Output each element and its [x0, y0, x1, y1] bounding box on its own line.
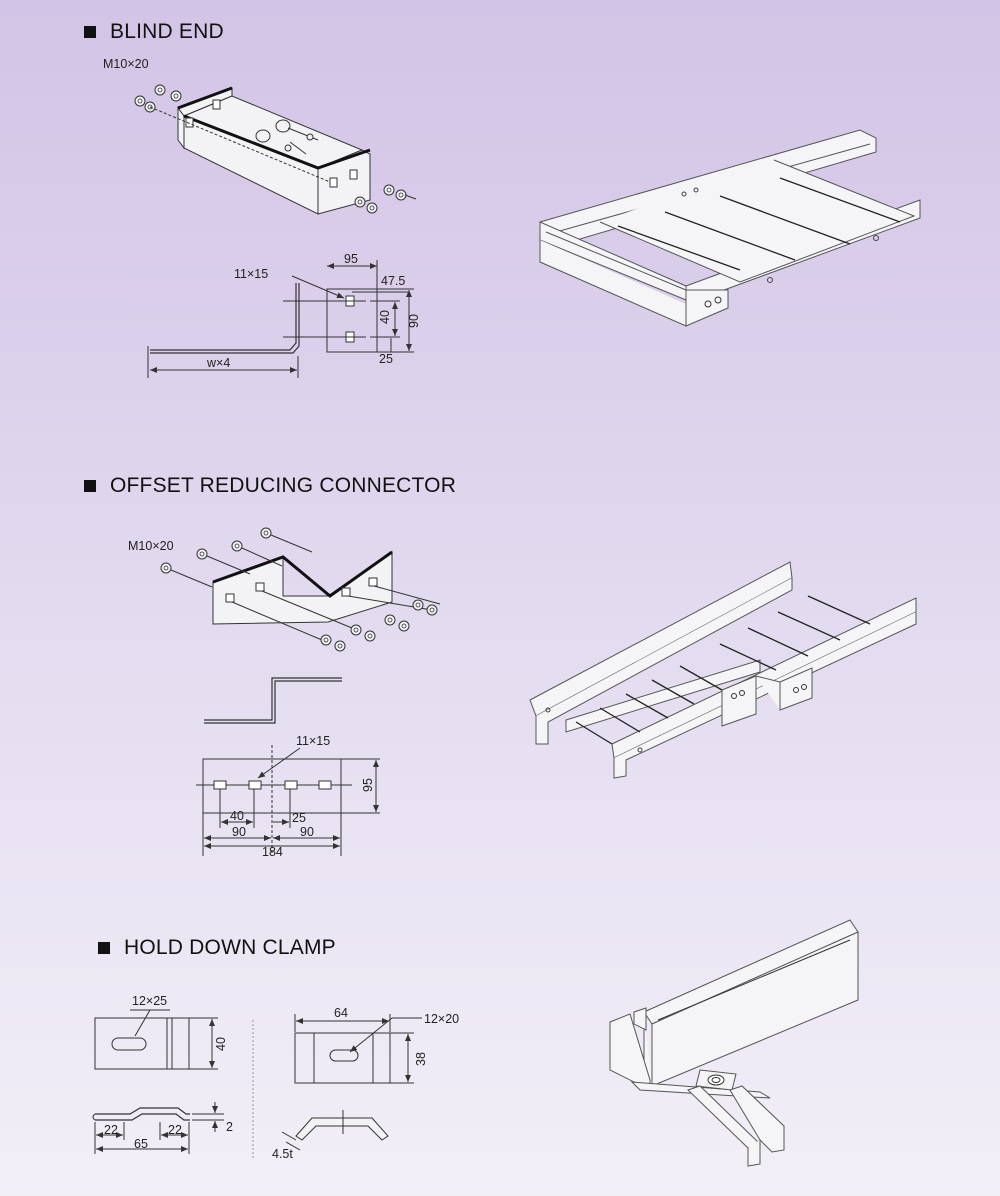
bullet-square-icon [98, 942, 110, 954]
section-title: HOLD DOWN CLAMP [124, 936, 336, 959]
offset-connector-exploded-view: M10×20 [128, 527, 441, 652]
bullet-square-icon [84, 26, 96, 38]
hole-pitch-dimension: 40 [378, 310, 392, 324]
right-width-dimension: 90 [300, 825, 314, 839]
slot-size-label: 12×25 [132, 994, 167, 1008]
offset-dimension: 47.5 [381, 274, 405, 288]
blind-end-tray-illustration [539, 129, 921, 327]
offset-connector-tray-illustration [529, 561, 917, 779]
thickness-dimension: 2 [226, 1120, 233, 1134]
hole-size-label: 11×15 [234, 267, 268, 281]
height-dimension: 40 [214, 1037, 228, 1051]
length-dimension: w×4 [206, 356, 230, 370]
left-width-dimension: 90 [232, 825, 246, 839]
heading-hold-down-clamp: HOLD DOWN CLAMP [98, 936, 336, 960]
blind-end-dimension-drawing: w×4 11×15 95 47.5 40 90 25 [147, 252, 421, 378]
bolt-size-label: M10×20 [103, 57, 149, 71]
hold-down-clamp-tray-illustration [609, 919, 859, 1167]
edge-dimension: 25 [379, 352, 393, 366]
heading-offset-reducing-connector: OFFSET REDUCING CONNECTOR [84, 474, 456, 498]
height-dimension: 90 [407, 314, 421, 328]
edge-dimension: 25 [292, 811, 306, 825]
section-title: OFFSET REDUCING CONNECTOR [110, 474, 457, 497]
thickness-dimension: 4.5t [272, 1147, 293, 1161]
hole-pitch-dimension: 40 [230, 809, 244, 823]
bolt-size-label: M10×20 [128, 539, 174, 553]
right-offset-dimension: 22 [168, 1123, 182, 1137]
total-width-dimension: 184 [262, 845, 283, 859]
section-title: BLIND END [110, 20, 224, 43]
left-offset-dimension: 22 [104, 1123, 118, 1137]
hold-down-clamp-type-b: 64 12×20 38 4.5t [252, 1006, 459, 1161]
width-dimension: 64 [334, 1006, 348, 1020]
bullet-square-icon [84, 480, 96, 492]
width-dimension: 95 [344, 252, 358, 266]
length-dimension: 65 [134, 1137, 148, 1151]
hold-down-clamp-type-a: 12×25 40 22 22 65 2 [92, 994, 233, 1154]
height-dimension: 38 [414, 1052, 428, 1066]
blind-end-exploded-view: M10×20 [103, 57, 417, 215]
height-dimension: 95 [361, 778, 375, 792]
hole-size-label: 11×15 [296, 734, 330, 748]
slot-size-label: 12×20 [424, 1012, 459, 1026]
heading-blind-end: BLIND END [84, 20, 224, 44]
offset-connector-dimension-drawing: 11×15 95 40 25 90 90 184 [196, 677, 380, 859]
